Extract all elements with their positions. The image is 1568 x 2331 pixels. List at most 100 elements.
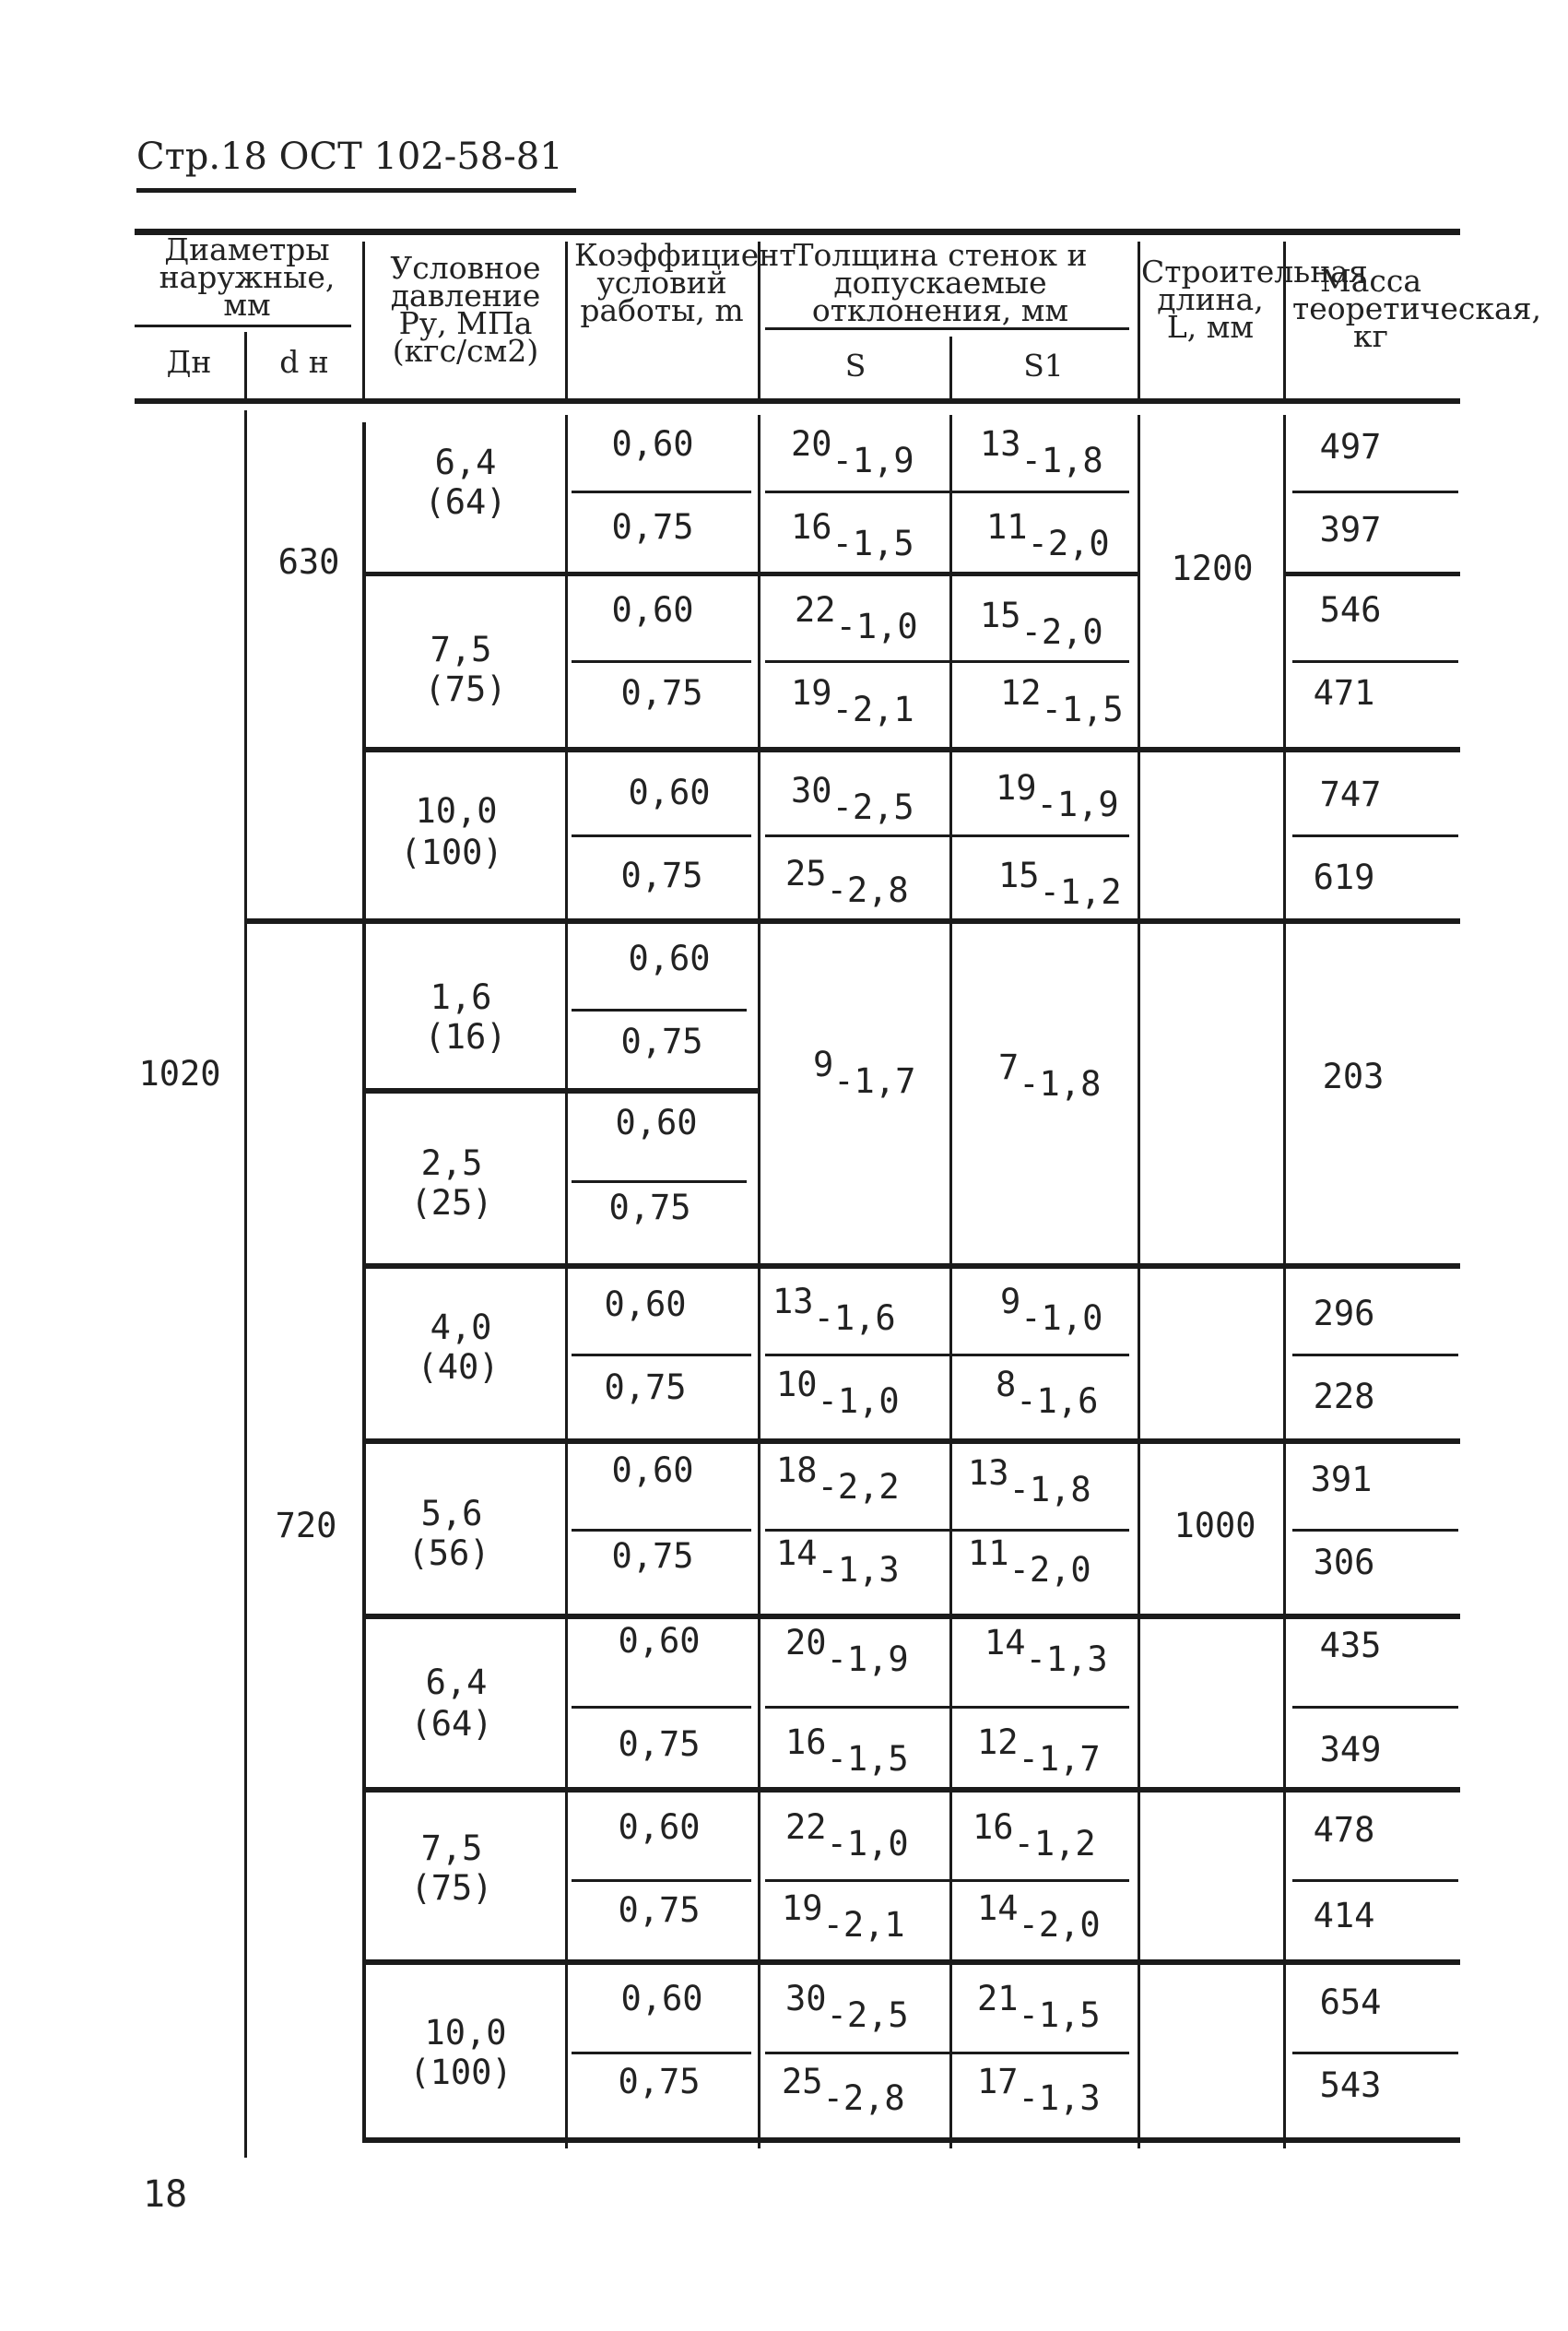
body-vline-mass xyxy=(1283,415,1286,2148)
row-rule xyxy=(1292,1706,1458,1709)
s-value: 30-2,5 xyxy=(785,1979,909,2035)
s-value: 19-2,1 xyxy=(791,673,914,729)
coefficient: 0,60 xyxy=(611,590,694,630)
block-rule-630-720 xyxy=(247,918,1460,924)
pressure: 5,6 xyxy=(420,1494,483,1533)
s-value: 9-1,7 xyxy=(813,1045,916,1101)
coefficient: 0,60 xyxy=(615,1103,698,1142)
coefficient: 0,75 xyxy=(620,856,703,895)
group-rule xyxy=(362,1959,1460,1965)
mass-value: 478 xyxy=(1313,1810,1375,1850)
row-rule xyxy=(572,1529,751,1532)
body-vline-pressure xyxy=(362,422,366,2142)
row-rule xyxy=(1292,2052,1458,2054)
pressure-kgf: (64) xyxy=(424,482,507,522)
s-value: 14-1,3 xyxy=(776,1533,900,1590)
page-number: 18 xyxy=(143,2173,188,2216)
s-value: 20-1,9 xyxy=(791,424,914,480)
mass-value: 619 xyxy=(1313,858,1375,897)
row-rule xyxy=(765,1706,1129,1709)
coefficient: 0,60 xyxy=(628,773,711,812)
header-mass: Масса теоретическая, кг xyxy=(1292,263,1541,354)
pressure-kgf: (56) xyxy=(407,1533,490,1573)
header-coefficient: Коэффициент условий работы, m xyxy=(574,237,796,328)
s1-value: 9-1,0 xyxy=(1000,1282,1103,1338)
header-s1: S1 xyxy=(1023,348,1064,384)
coefficient: 0,60 xyxy=(618,1807,701,1847)
row-rule xyxy=(765,491,1129,493)
coefficient: 0,60 xyxy=(611,424,694,464)
pressure: 4,0 xyxy=(430,1307,492,1347)
table-top-rule xyxy=(135,229,1460,235)
s1-value: 12-1,5 xyxy=(1000,673,1124,729)
header-vline-thickness xyxy=(758,242,760,398)
group-rule xyxy=(362,747,1460,752)
s1-value: 16-1,2 xyxy=(973,1807,1096,1864)
header-diameters: Диаметры наружные, мм xyxy=(159,231,336,323)
group-rule xyxy=(362,1438,1460,1444)
header-thickness: Толщина стенок и допускаемые отклонения,… xyxy=(793,237,1088,328)
coefficient: 0,75 xyxy=(608,1188,691,1227)
mass-value: 497 xyxy=(1319,427,1382,467)
s-value: 22-1,0 xyxy=(795,590,918,646)
header-length: Строительная длина, L, мм xyxy=(1141,254,1368,345)
mass-value: 471 xyxy=(1313,673,1375,713)
s-value: 22-1,0 xyxy=(785,1807,909,1864)
mass-value: 435 xyxy=(1319,1626,1382,1665)
row-rule xyxy=(572,1879,751,1882)
s-value: 10-1,0 xyxy=(776,1365,900,1421)
pressure: 10,0 xyxy=(415,791,498,831)
mass-value: 543 xyxy=(1319,2065,1382,2105)
header-thickness-underline xyxy=(765,327,1129,330)
header-vline-length xyxy=(1138,242,1140,398)
pressure-kgf: (75) xyxy=(410,1868,493,1908)
row-rule xyxy=(572,1354,751,1356)
s-value: 16-1,5 xyxy=(785,1722,909,1779)
s1-value: 7-1,8 xyxy=(998,1047,1102,1104)
header-dn: Дн xyxy=(166,344,212,380)
pressure: 7,5 xyxy=(420,1828,483,1868)
coefficient: 0,75 xyxy=(611,1536,694,1576)
row-rule xyxy=(1292,1529,1458,1532)
coefficient: 0,60 xyxy=(620,1979,703,2018)
header-pressure: Условное давление Ру, МПа (кгс/см2) xyxy=(390,250,541,369)
body-vline-s xyxy=(758,415,760,2148)
coefficient: 0,75 xyxy=(604,1367,687,1407)
s1-value: 11-2,0 xyxy=(986,507,1110,563)
s1-value: 19-1,9 xyxy=(996,768,1119,824)
s1-value: 14-2,0 xyxy=(977,1888,1101,1945)
header-vline-mass xyxy=(1283,242,1286,398)
s1-value: 13-1,8 xyxy=(980,424,1103,480)
mass-value: 546 xyxy=(1319,590,1382,630)
pressure-kgf: (75) xyxy=(424,669,507,709)
s1-value: 11-2,0 xyxy=(968,1533,1091,1590)
table-header-bottom-rule xyxy=(135,398,1460,404)
mass-value: 306 xyxy=(1313,1543,1375,1582)
s-value: 25-2,8 xyxy=(782,2062,905,2118)
row-rule xyxy=(765,834,1129,837)
mass-value: 296 xyxy=(1313,1294,1375,1333)
mass-value: 203 xyxy=(1322,1057,1385,1096)
header-diam-underline xyxy=(135,325,351,327)
header-vline-coef xyxy=(565,242,568,398)
header-vline-s xyxy=(949,337,952,398)
group-rule xyxy=(362,572,1139,576)
row-rule xyxy=(572,660,751,663)
row-rule xyxy=(765,1879,1129,1882)
pressure: 1,6 xyxy=(430,977,492,1017)
coefficient: 0,60 xyxy=(618,1621,701,1661)
s1-value: 13-1,8 xyxy=(968,1453,1091,1509)
header-dn-inner: d н xyxy=(279,344,329,380)
row-rule xyxy=(572,491,751,493)
group-rule xyxy=(362,1614,1460,1619)
group-rule-mass xyxy=(1283,572,1460,576)
body-vline-dn xyxy=(244,410,247,2158)
row-rule xyxy=(765,1354,1129,1356)
row-rule xyxy=(765,2052,1129,2054)
pressure-kgf: (16) xyxy=(424,1017,507,1057)
s1-value: 8-1,6 xyxy=(996,1365,1099,1421)
s1-value: 14-1,3 xyxy=(984,1623,1108,1679)
pressure: 6,4 xyxy=(425,1662,488,1702)
s1-value: 15-2,0 xyxy=(980,596,1103,652)
body-vline-length xyxy=(1138,415,1140,2148)
